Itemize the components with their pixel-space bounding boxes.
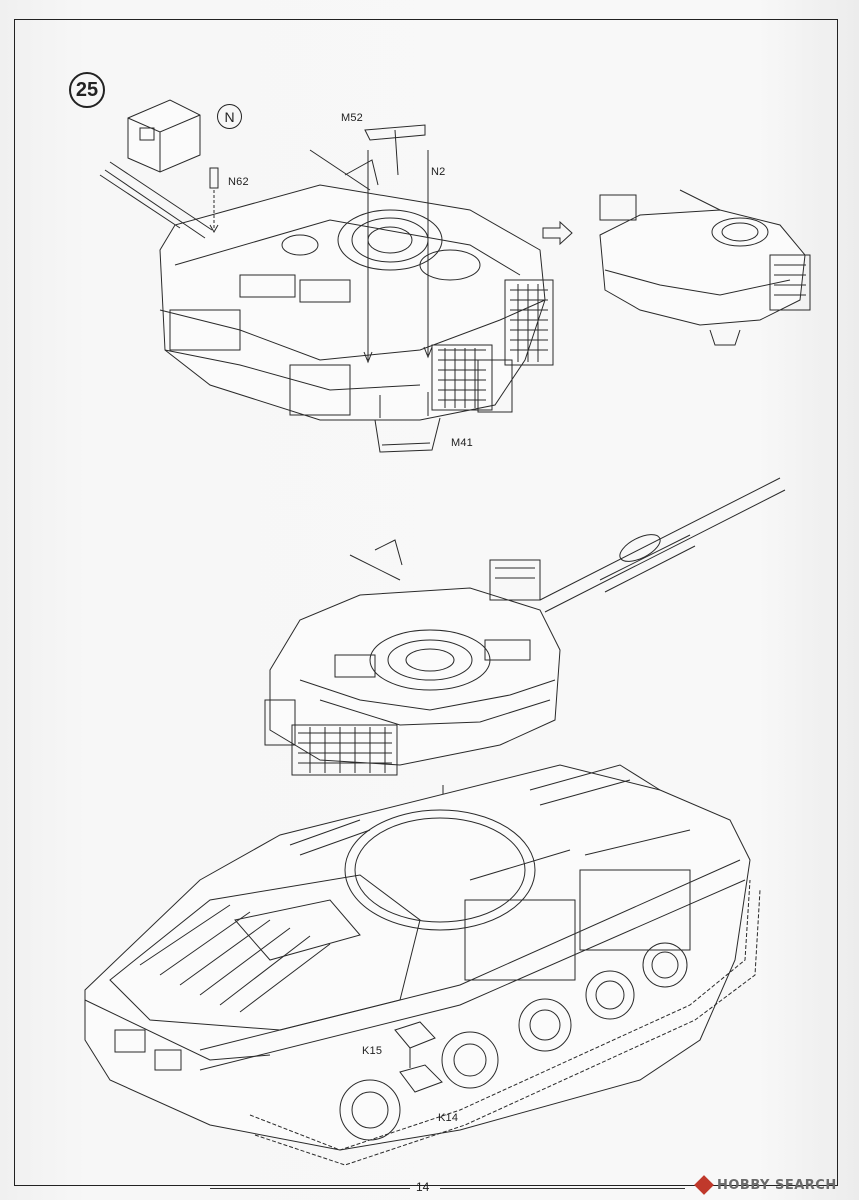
footer-rule-left (210, 1188, 410, 1189)
step-number-badge: 25 (69, 72, 105, 108)
part-label-k14: K14 (438, 1112, 459, 1124)
part-reference-badge: N (217, 104, 242, 129)
turret-completed-view (600, 190, 810, 345)
assembly-arrow (543, 222, 572, 244)
part-label-m41: M41 (451, 437, 473, 449)
watermark-text: HOBBY SEARCH (717, 1177, 837, 1193)
part-label-k15: K15 (362, 1045, 383, 1057)
page-number: 14 (416, 1180, 430, 1194)
hull-drawing (85, 765, 760, 1165)
watermark: HOBBY SEARCH (694, 1175, 837, 1195)
part-label-n2: N2 (431, 166, 446, 178)
turret-detail-drawing (100, 100, 553, 452)
page-frame (14, 19, 838, 1186)
footer-rule-right (440, 1188, 685, 1189)
part-label-m52: M52 (341, 112, 363, 124)
part-label-n62: N62 (228, 176, 249, 188)
turret-exploded-view (265, 478, 785, 884)
watermark-logo-icon (694, 1175, 714, 1195)
